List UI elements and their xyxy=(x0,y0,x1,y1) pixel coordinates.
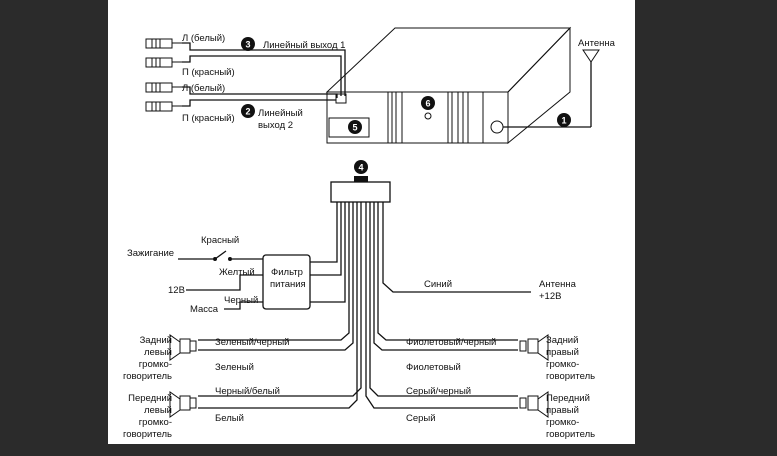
svg-text:громко-: громко- xyxy=(139,359,172,370)
line-out-1-label: Линейный выход 1 xyxy=(263,40,345,51)
svg-text:громко-: громко- xyxy=(139,417,172,428)
svg-text:1: 1 xyxy=(561,116,566,126)
antenna-12v-label-b: +12В xyxy=(539,291,561,302)
12v-label: 12В xyxy=(168,285,185,296)
front-left-speaker-label: Передний левый громко- говоритель xyxy=(123,393,172,440)
rca-plug-icon xyxy=(145,38,182,49)
wire-harness xyxy=(198,202,531,409)
svg-text:левый: левый xyxy=(144,405,172,416)
svg-text:говоритель: говоритель xyxy=(123,429,172,440)
rca-plug-icon xyxy=(145,82,182,93)
svg-text:4: 4 xyxy=(358,163,363,173)
svg-text:Передний: Передний xyxy=(128,393,172,404)
speaker-icon xyxy=(169,334,197,361)
svg-text:громко-: громко- xyxy=(546,417,579,428)
svg-text:говоритель: говоритель xyxy=(546,371,595,382)
speakers xyxy=(169,334,549,418)
badge-4: 4 xyxy=(354,160,368,174)
badge-5: 5 xyxy=(348,120,362,134)
rca-plug-icon xyxy=(145,57,182,68)
svg-text:5: 5 xyxy=(352,123,357,133)
svg-text:правый: правый xyxy=(546,405,579,416)
svg-text:говоритель: говоритель xyxy=(123,371,172,382)
line-out-2-label-a: Линейный xyxy=(258,108,303,119)
paper xyxy=(108,0,635,444)
filter-label-b: питания xyxy=(270,279,306,290)
badge-3: 3 xyxy=(241,37,255,51)
svg-text:6: 6 xyxy=(425,99,430,109)
svg-text:3: 3 xyxy=(245,40,250,50)
rca-left-white-2: Л (белый) xyxy=(182,83,225,94)
rca-plug-icon xyxy=(145,101,182,112)
green-label: Зеленый xyxy=(215,362,254,373)
front-right-speaker-label: Передний правый громко- говоритель xyxy=(546,393,595,440)
filter-label-a: Фильтр xyxy=(271,267,303,278)
speaker-icon xyxy=(519,334,549,361)
black-white-label: Черный/белый xyxy=(215,386,280,397)
svg-text:Передний: Передний xyxy=(546,393,590,404)
black-wire-label: Черный xyxy=(224,295,258,306)
rear-right-speaker-label: Задний правый громко- говоритель xyxy=(546,335,595,382)
svg-text:левый: левый xyxy=(144,347,172,358)
badge-6: 6 xyxy=(421,96,435,110)
svg-text:громко-: громко- xyxy=(546,359,579,370)
speaker-icon xyxy=(169,391,197,418)
svg-text:Задний: Задний xyxy=(546,335,578,346)
antenna-label: Антенна xyxy=(578,38,616,49)
green-black-label: Зеленый/черный xyxy=(215,337,289,348)
blue-wire-label: Синий xyxy=(424,279,452,290)
ignition-label: Зажигание xyxy=(127,248,174,259)
rca-left-white-1: Л (белый) xyxy=(182,33,225,44)
labels: Л (белый) П (красный) Л (белый) П (красн… xyxy=(123,33,616,440)
speaker-icon xyxy=(519,391,549,418)
svg-text:говоритель: говоритель xyxy=(546,429,595,440)
power-filter xyxy=(178,250,311,310)
white-label: Белый xyxy=(215,413,244,424)
line-out-2-label-b: выход 2 xyxy=(258,120,293,131)
svg-text:2: 2 xyxy=(245,107,250,117)
rear-left-speaker-label: Задний левый громко- говоритель xyxy=(123,335,172,382)
svg-text:правый: правый xyxy=(546,347,579,358)
red-wire-label: Красный xyxy=(201,235,239,246)
violet-label: Фиолетовый xyxy=(406,362,461,373)
rca-right-red-2: П (красный) xyxy=(182,113,235,124)
head-unit xyxy=(325,26,572,145)
antenna-icon xyxy=(503,49,600,128)
ground-label: Масса xyxy=(190,304,219,315)
gray-black-label: Серый/черный xyxy=(406,386,471,397)
yellow-wire-label: Желтый xyxy=(219,267,255,278)
rca-connectors xyxy=(145,38,182,112)
badges: 1 2 3 4 5 6 xyxy=(241,37,571,174)
badge-1: 1 xyxy=(557,113,571,127)
rca-right-red-1: П (красный) xyxy=(182,67,235,78)
svg-text:Задний: Задний xyxy=(140,335,172,346)
violet-black-label: Фиолетовый/черный xyxy=(406,337,496,348)
gray-label: Серый xyxy=(406,413,436,424)
antenna-12v-label-a: Антенна xyxy=(539,279,577,290)
badge-2: 2 xyxy=(241,104,255,118)
